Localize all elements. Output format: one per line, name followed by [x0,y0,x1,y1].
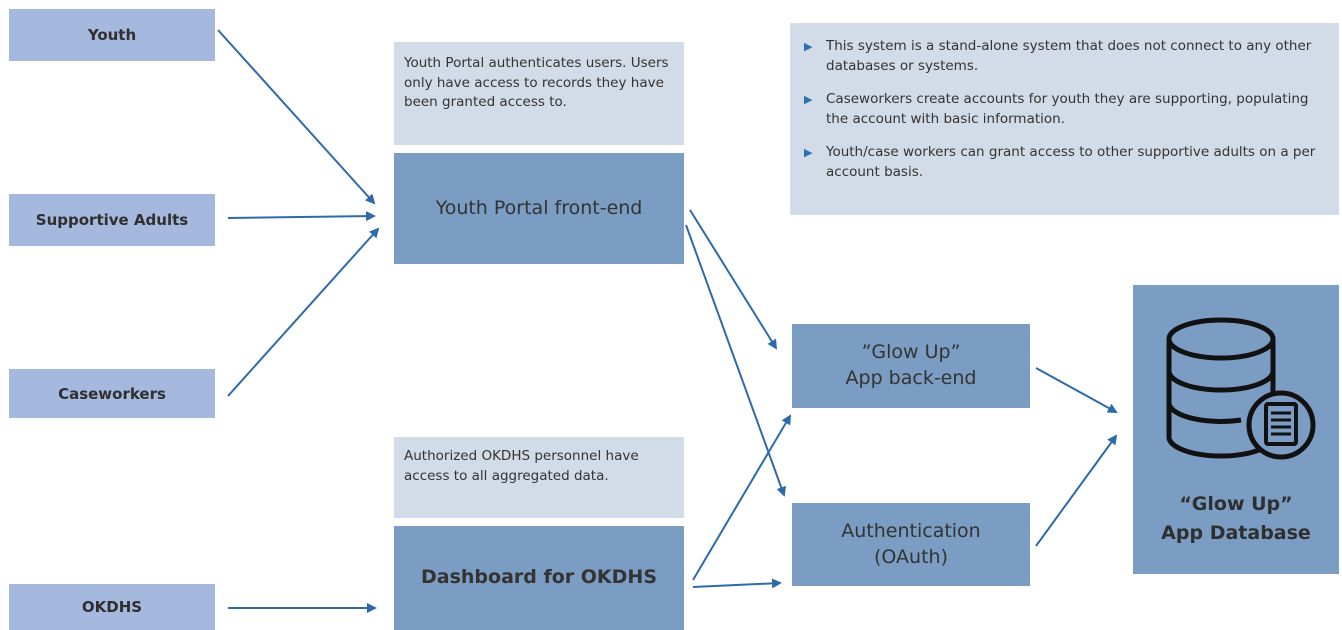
actor-okdhs: OKDHS [9,584,215,630]
arrow-dashboard-to-backend [692,414,792,581]
portal-frontend: Youth Portal front-end [394,153,684,264]
app-database-line2: App Database [1161,521,1311,544]
dashboard-note: Authorized OKDHS personnel have access t… [394,437,684,518]
bullet-text: Youth/case workers can grant access to o… [826,144,1316,180]
app-backend: ”Glow Up” App back-end [792,324,1030,408]
bullet-text: Caseworkers create accounts for youth th… [826,91,1309,127]
actor-caseworkers-label: Caseworkers [58,384,166,403]
arrow-dashboard-to-auth [692,578,782,589]
portal-note: Youth Portal authenticates users. Users … [394,42,684,145]
arrow-youth-to-portal [217,29,376,205]
authentication-line1: Authentication [841,519,981,542]
authentication-oauth: Authentication (OAuth) [792,503,1030,586]
system-notes: ▶ This system is a stand-alone system th… [790,23,1339,215]
actor-okdhs-label: OKDHS [81,598,143,616]
authentication-line2: (OAuth) [874,545,948,568]
app-database-line1: “Glow Up” [1179,493,1293,515]
dashboard-note-text: Authorized OKDHS personnel have access t… [404,448,639,484]
arrow-adults-to-portal [227,211,376,222]
app-backend-line2: App back-end [845,367,977,389]
bullet-item: ▶ Youth/case workers can grant access to… [804,143,1323,182]
actor-youth: Youth [9,9,215,61]
bullet-item: ▶ Caseworkers create accounts for youth … [804,90,1323,129]
arrow-caseworkers-to-portal [227,227,380,397]
actor-caseworkers: Caseworkers [9,369,215,418]
arrow-backend-to-db [1035,367,1118,413]
triangle-bullet-icon: ▶ [804,93,813,107]
database-icon [1166,317,1316,460]
actor-youth-label: Youth [87,26,137,44]
bullet-item: ▶ This system is a stand-alone system th… [804,37,1323,76]
portal-frontend-label: Youth Portal front-end [435,196,643,219]
portal-note-text: Youth Portal authenticates users. Users … [404,55,669,111]
app-database: “Glow Up” App Database [1133,285,1339,574]
triangle-bullet-icon: ▶ [804,40,813,53]
arrow-portal-to-backend [689,209,778,350]
dashboard-okdhs-label: Dashboard for OKDHS [420,566,658,589]
app-backend-line1: ”Glow Up” [861,341,961,364]
bullet-text: This system is a stand-alone system that… [826,38,1312,74]
actor-supportive-adults: Supportive Adults [9,194,215,246]
arrow-portal-to-auth [685,224,786,497]
document-icon [1246,390,1316,460]
actor-supportive-adults-label: Supportive Adults [35,211,189,229]
app-database-label: “Glow Up” App Database [1161,490,1311,547]
dashboard-okdhs: Dashboard for OKDHS [394,526,684,630]
triangle-bullet-icon: ▶ [804,146,813,160]
arrow-auth-to-db [1035,434,1118,547]
